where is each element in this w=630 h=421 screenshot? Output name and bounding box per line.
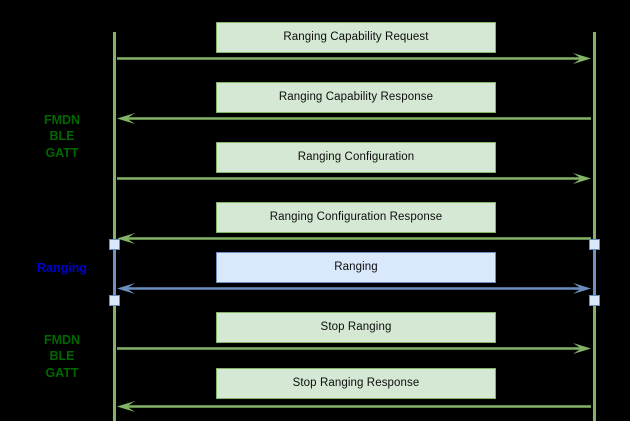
message-box[interactable]: Ranging Capability Request xyxy=(216,22,496,53)
message-arrow-left xyxy=(117,400,591,413)
message-arrow-left xyxy=(117,232,591,245)
message-box[interactable]: Ranging Configuration xyxy=(216,142,496,173)
left-lifeline-green-top xyxy=(113,32,116,244)
message-arrow-right xyxy=(117,52,591,65)
message-box[interactable]: Ranging xyxy=(216,252,496,283)
message-label: Stop Ranging xyxy=(320,320,392,333)
message-label: Stop Ranging Response xyxy=(292,376,420,389)
right-lifeline-blue-ranging xyxy=(593,244,596,300)
phase-label: FMDN BLE GATT xyxy=(43,333,81,380)
message-arrow-left xyxy=(117,112,591,125)
right-lifeline-green-bottom xyxy=(593,300,596,421)
message-box[interactable]: Stop Ranging Response xyxy=(216,368,496,399)
message-label: Ranging xyxy=(334,260,378,273)
message-label: Ranging Capability Request xyxy=(283,30,429,43)
message-label: Ranging Configuration Response xyxy=(269,210,443,223)
message-box[interactable]: Stop Ranging xyxy=(216,312,496,343)
message-arrow-right xyxy=(117,342,591,355)
message-arrow-both xyxy=(117,282,591,295)
message-arrow-right xyxy=(117,172,591,185)
left-lifeline-green-bottom xyxy=(113,300,116,421)
message-box[interactable]: Ranging Configuration Response xyxy=(216,202,496,233)
message-label: Ranging Configuration xyxy=(297,150,415,163)
left-lifeline-blue-ranging xyxy=(113,244,116,300)
right-lifeline-green-top xyxy=(593,32,596,244)
activation-square-left-start xyxy=(109,239,120,250)
message-box[interactable]: Ranging Capability Response xyxy=(216,82,496,113)
activation-square-right-end xyxy=(589,295,600,306)
activation-square-left-end xyxy=(109,295,120,306)
message-label: Ranging Capability Response xyxy=(278,90,434,103)
phase-label: FMDN BLE GATT xyxy=(43,113,81,160)
phase-label: Ranging xyxy=(37,261,87,275)
activation-square-right-start xyxy=(589,239,600,250)
